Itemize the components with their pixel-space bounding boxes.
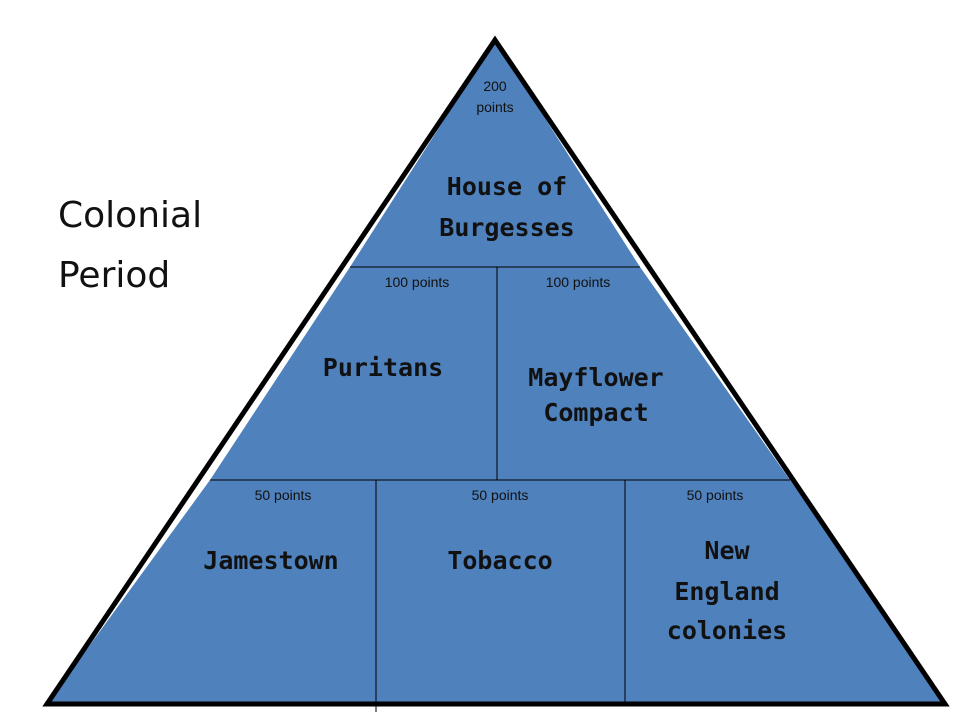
- cell-new-england-colonies[interactable]: [625, 480, 945, 704]
- topic-label-house-of-burgesses-line-2: Burgesses: [439, 213, 574, 242]
- points-label-top-line-2: points: [476, 99, 513, 115]
- points-label-tobacco: 50 points: [472, 487, 529, 503]
- topic-label-tobacco: Tobacco: [447, 546, 552, 575]
- topic-label-new-england-line-2: England: [674, 577, 779, 606]
- topic-label-mayflower-line-1: Mayflower: [528, 363, 663, 392]
- cell-tobacco[interactable]: [376, 480, 625, 704]
- topic-label-house-of-burgesses-line-1: House of: [447, 172, 567, 201]
- cell-house-of-burgesses[interactable]: [350, 40, 640, 267]
- topic-label-new-england-line-1: New: [704, 536, 750, 565]
- cell-mayflower-compact[interactable]: [497, 267, 790, 480]
- cell-jamestown[interactable]: [47, 480, 376, 704]
- cell-puritans[interactable]: [210, 267, 497, 480]
- points-label-top-line-1: 200: [483, 78, 507, 94]
- points-label-jamestown: 50 points: [255, 487, 312, 503]
- pyramid-outline: [42, 35, 950, 707]
- topic-label-mayflower-line-2: Compact: [543, 398, 648, 427]
- slide-title-line-1: Colonial: [58, 195, 203, 236]
- slide-title-line-2: Period: [58, 255, 171, 296]
- points-label-new-england: 50 points: [687, 487, 744, 503]
- slide-title: Colonial Period: [58, 186, 258, 306]
- topic-label-jamestown: Jamestown: [203, 546, 338, 575]
- topic-label-new-england-line-3: colonies: [667, 616, 787, 645]
- topic-label-puritans: Puritans: [323, 353, 443, 382]
- points-label-mayflower: 100 points: [546, 274, 611, 290]
- tier-dividers: [210, 266, 790, 712]
- points-label-puritans: 100 points: [385, 274, 450, 290]
